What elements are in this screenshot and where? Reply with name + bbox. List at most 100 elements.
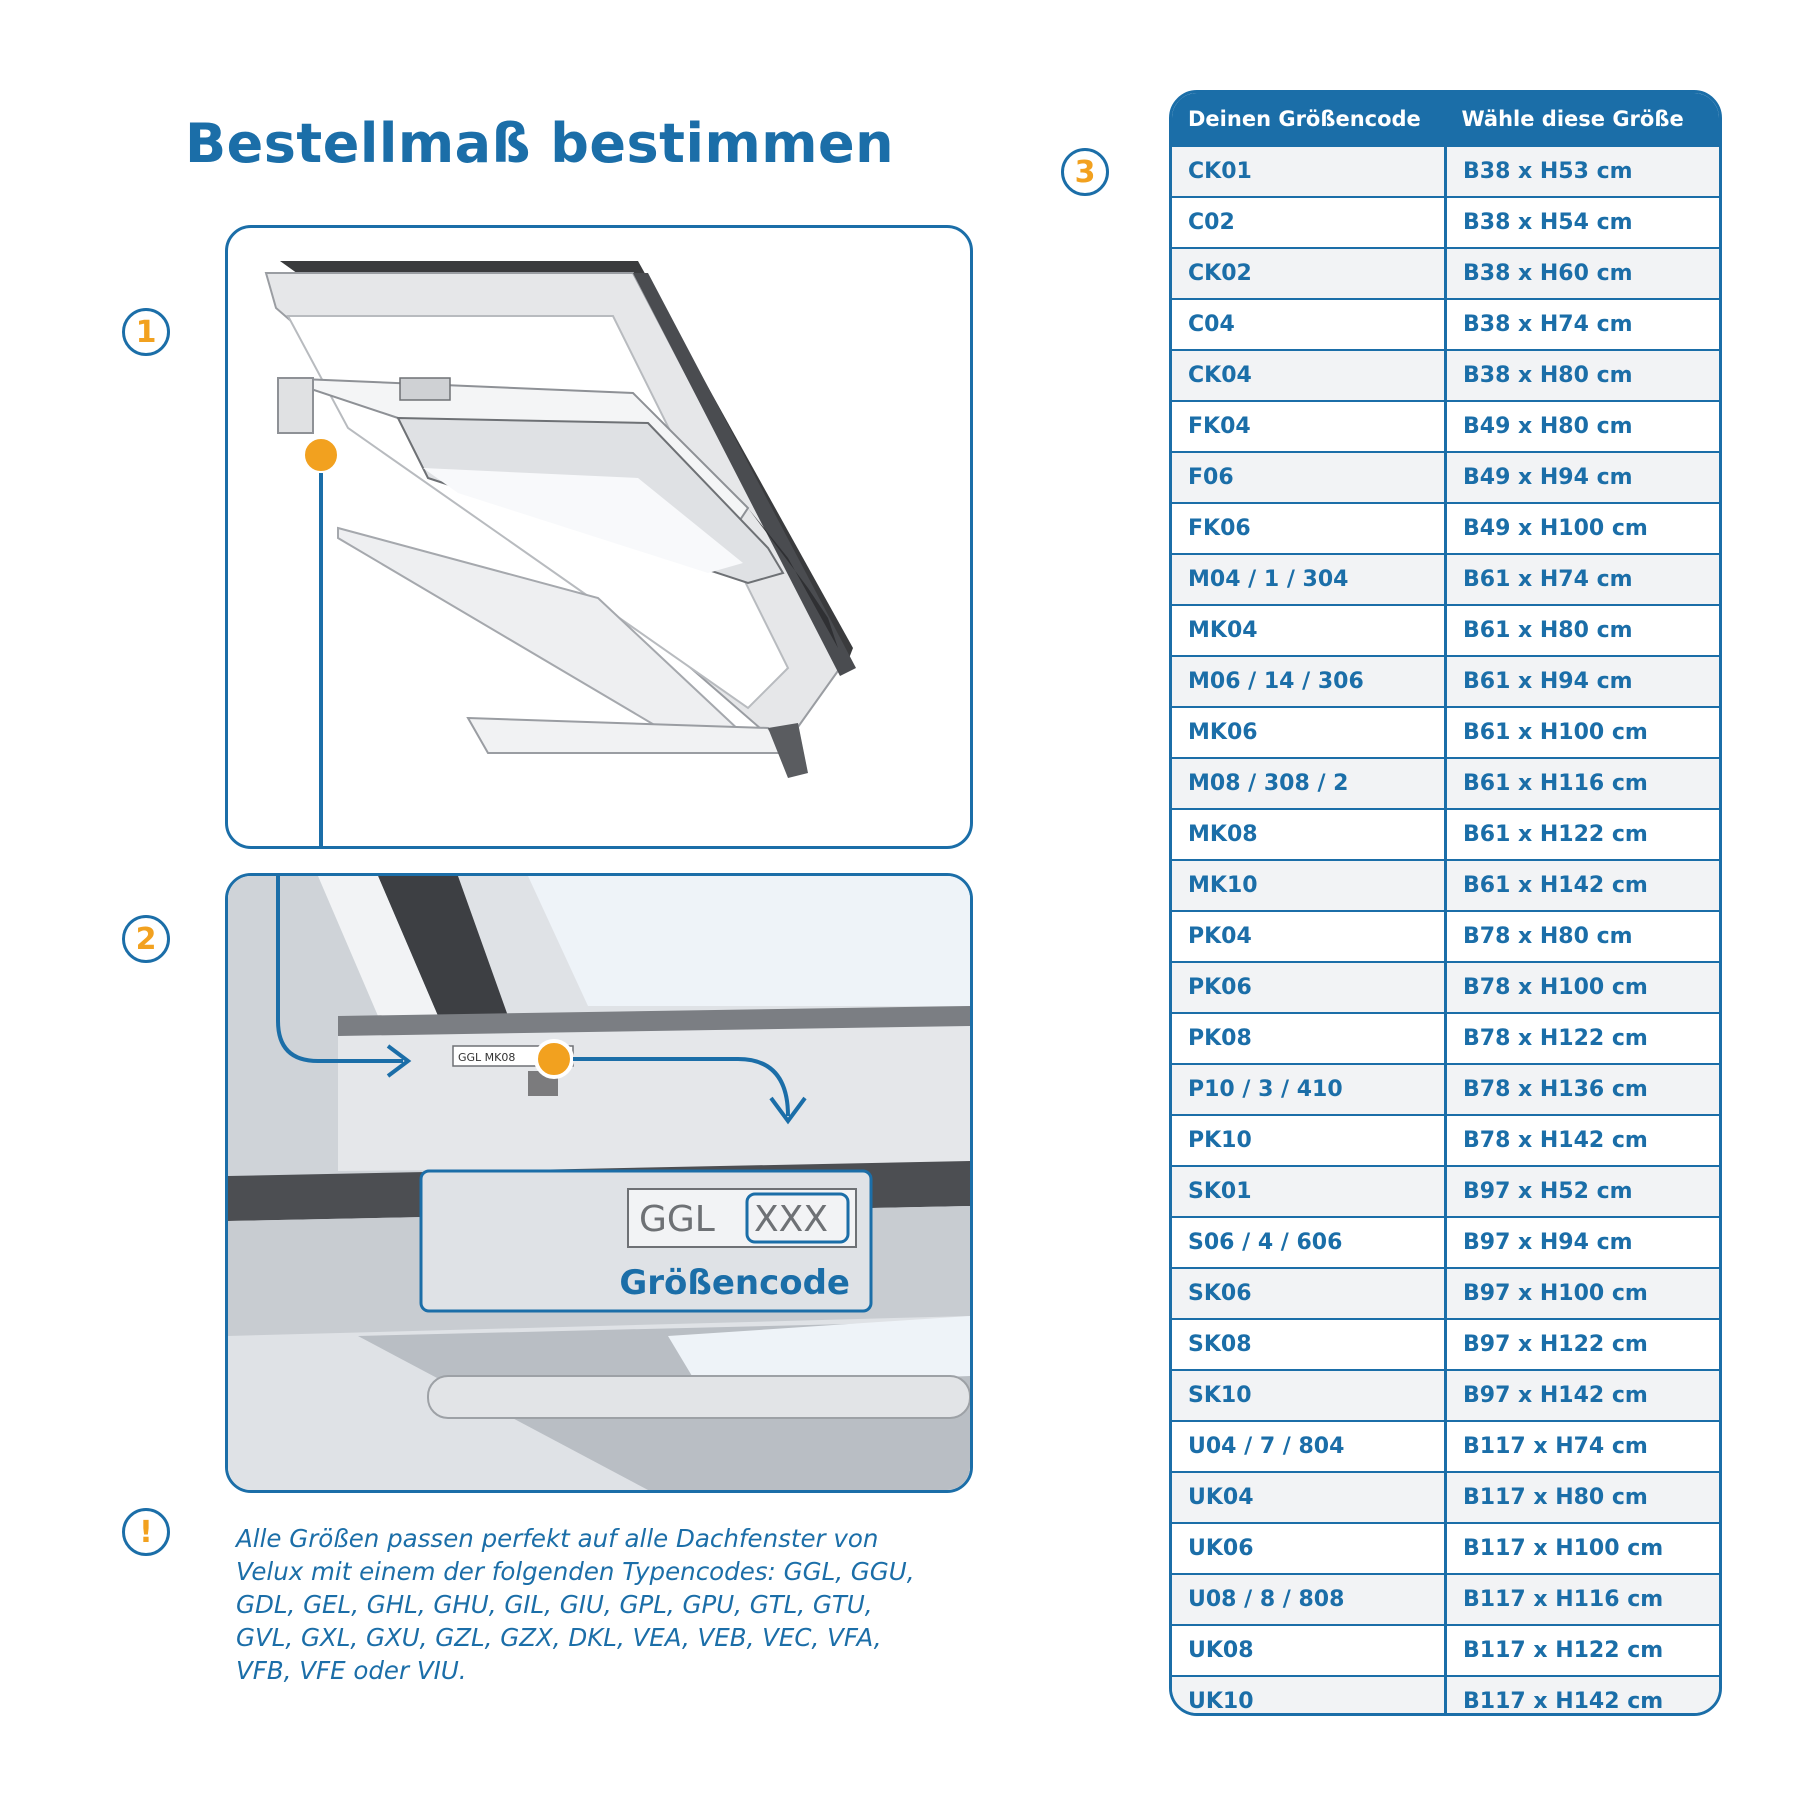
size-value-cell: B61 x H100 cm	[1445, 706, 1719, 758]
size-value-cell: B49 x H94 cm	[1445, 451, 1719, 503]
size-value-cell: B117 x H122 cm	[1445, 1624, 1719, 1676]
sticker-text: GGL MK08	[458, 1051, 515, 1064]
code-plate	[627, 1188, 857, 1248]
size-code-cell: SK01	[1172, 1165, 1447, 1217]
size-value-cell: B61 x H80 cm	[1445, 604, 1719, 656]
size-code-cell: F06	[1172, 451, 1447, 503]
size-code-cell: CK01	[1172, 145, 1447, 197]
size-code-cell: SK08	[1172, 1318, 1447, 1370]
size-value-cell: B78 x H136 cm	[1445, 1063, 1719, 1115]
code-plate-code: XXX	[754, 1199, 828, 1240]
size-code-cell: M08 / 308 / 2	[1172, 757, 1447, 809]
bottom-frame	[466, 716, 791, 754]
size-code-cell: UK04	[1172, 1471, 1447, 1523]
size-value-cell: B117 x H100 cm	[1445, 1522, 1719, 1574]
connector-line-right	[573, 1057, 790, 1117]
code-plate-prefix: GGL	[639, 1199, 715, 1240]
size-value-cell: B61 x H74 cm	[1445, 553, 1719, 605]
arrow-head-down	[769, 1096, 807, 1125]
size-code-cell: UK10	[1172, 1675, 1447, 1713]
size-code-cell: SK10	[1172, 1369, 1447, 1421]
arrow-head-left	[386, 1044, 412, 1078]
size-code-cell: PK10	[1172, 1114, 1447, 1166]
size-code-cell: MK08	[1172, 808, 1447, 860]
size-value-cell: B38 x H54 cm	[1445, 196, 1719, 248]
size-value-cell: B61 x H142 cm	[1445, 859, 1719, 911]
size-code-cell: CK04	[1172, 349, 1447, 401]
step-2-badge: 2	[122, 915, 170, 963]
size-value-cell: B97 x H52 cm	[1445, 1165, 1719, 1217]
sticker-marker	[534, 1039, 574, 1079]
roof-window-illustration	[264, 261, 856, 846]
size-code-cell: MK10	[1172, 859, 1447, 911]
frame-light-strip	[318, 876, 438, 1016]
size-code-cell: S06 / 4 / 606	[1172, 1216, 1447, 1268]
handle-bar	[338, 1026, 970, 1171]
size-value-cell: B97 x H100 cm	[1445, 1267, 1719, 1319]
size-code-cell: UK06	[1172, 1522, 1447, 1574]
size-code-cell: PK06	[1172, 961, 1447, 1013]
frame-dark-strip	[378, 876, 508, 1016]
header-size: Wähle diese Größe	[1445, 93, 1719, 146]
page-title: Bestellmaß bestimmen	[185, 112, 895, 175]
label-location-marker	[301, 435, 341, 475]
size-value-cell: B49 x H100 cm	[1445, 502, 1719, 554]
bottom-corner	[768, 723, 808, 778]
size-code-cell: SK06	[1172, 1267, 1447, 1319]
size-value-cell: B38 x H53 cm	[1445, 145, 1719, 197]
size-value-cell: B78 x H122 cm	[1445, 1012, 1719, 1064]
size-code-cell: MK06	[1172, 706, 1447, 758]
header-size-code: Deinen Größencode	[1172, 93, 1446, 146]
size-code-cell: C04	[1172, 298, 1447, 350]
size-value-cell: B38 x H60 cm	[1445, 247, 1719, 299]
connector-line-lower	[276, 876, 403, 1063]
size-code-cell: MK04	[1172, 604, 1447, 656]
size-value-cell: B78 x H80 cm	[1445, 910, 1719, 962]
size-code-cell: FK04	[1172, 400, 1447, 452]
step-3-badge: 3	[1061, 148, 1109, 196]
sky-top	[528, 876, 970, 1006]
label-closeup-illustration: GGL MK08 GGL XXX Größencode	[228, 876, 970, 1490]
code-highlight	[745, 1192, 850, 1244]
size-value-cell: B97 x H94 cm	[1445, 1216, 1719, 1268]
size-code-cell: P10 / 3 / 410	[1172, 1063, 1447, 1115]
size-value-cell: B117 x H80 cm	[1445, 1471, 1719, 1523]
size-value-cell: B78 x H100 cm	[1445, 961, 1719, 1013]
handle-hardware	[399, 377, 451, 401]
size-value-cell: B49 x H80 cm	[1445, 400, 1719, 452]
label-closeup-panel: GGL MK08 GGL XXX Größencode	[225, 873, 973, 1493]
size-table: Deinen Größencode Wähle diese Größe CK01…	[1169, 90, 1722, 1716]
size-code-cell: M04 / 1 / 304	[1172, 553, 1447, 605]
roof-window-panel	[225, 225, 973, 849]
size-value-cell: B117 x H142 cm	[1445, 1675, 1719, 1713]
size-value-cell: B61 x H122 cm	[1445, 808, 1719, 860]
frame-side-dark	[633, 273, 856, 676]
size-value-cell: B61 x H94 cm	[1445, 655, 1719, 707]
size-code-cell: C02	[1172, 196, 1447, 248]
